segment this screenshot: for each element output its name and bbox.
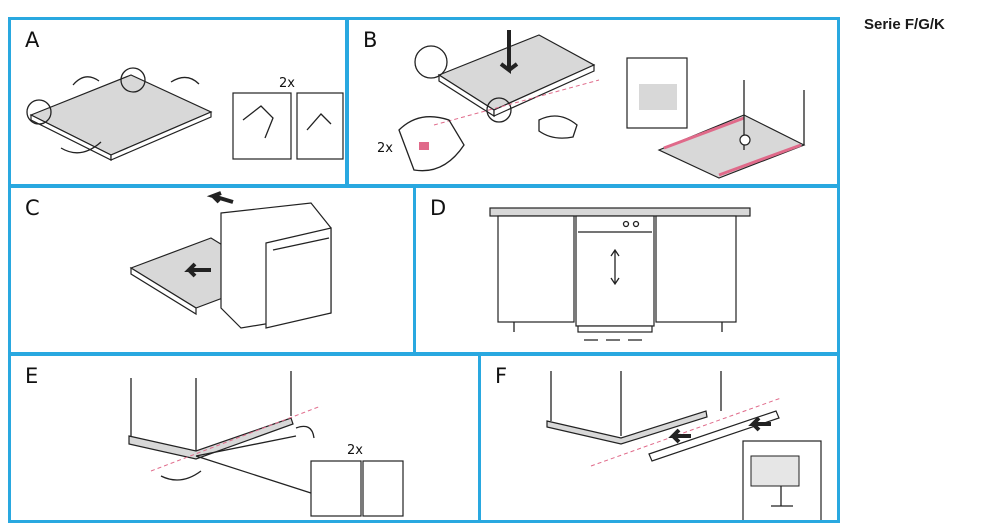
step-c-panel: C: [8, 185, 416, 355]
step-b-count: 2x: [377, 141, 393, 156]
step-d-illustration: [489, 207, 751, 341]
step-f-illustration: [546, 371, 822, 520]
step-f-panel: F: [478, 353, 840, 523]
step-b-illustration: 2x: [377, 30, 806, 179]
series-title: Serie F/G/K: [864, 16, 945, 33]
step-d-panel: D: [413, 185, 840, 355]
step-a-count: 2x: [279, 76, 295, 91]
step-a-label: A: [25, 28, 40, 52]
step-b-label: B: [363, 28, 378, 52]
step-b-panel: B 2x: [346, 17, 840, 187]
step-e-panel: E 2x: [8, 353, 482, 523]
step-c-label: C: [25, 196, 40, 220]
step-e-illustration: 2x: [128, 371, 404, 517]
step-c-illustration: [129, 191, 332, 329]
step-a-illustration: 2x: [26, 67, 344, 161]
step-e-label: E: [25, 364, 39, 388]
step-a-panel: A 2x: [8, 17, 348, 187]
step-d-label: D: [430, 196, 447, 220]
step-e-count: 2x: [347, 443, 363, 458]
step-f-label: F: [495, 364, 508, 388]
